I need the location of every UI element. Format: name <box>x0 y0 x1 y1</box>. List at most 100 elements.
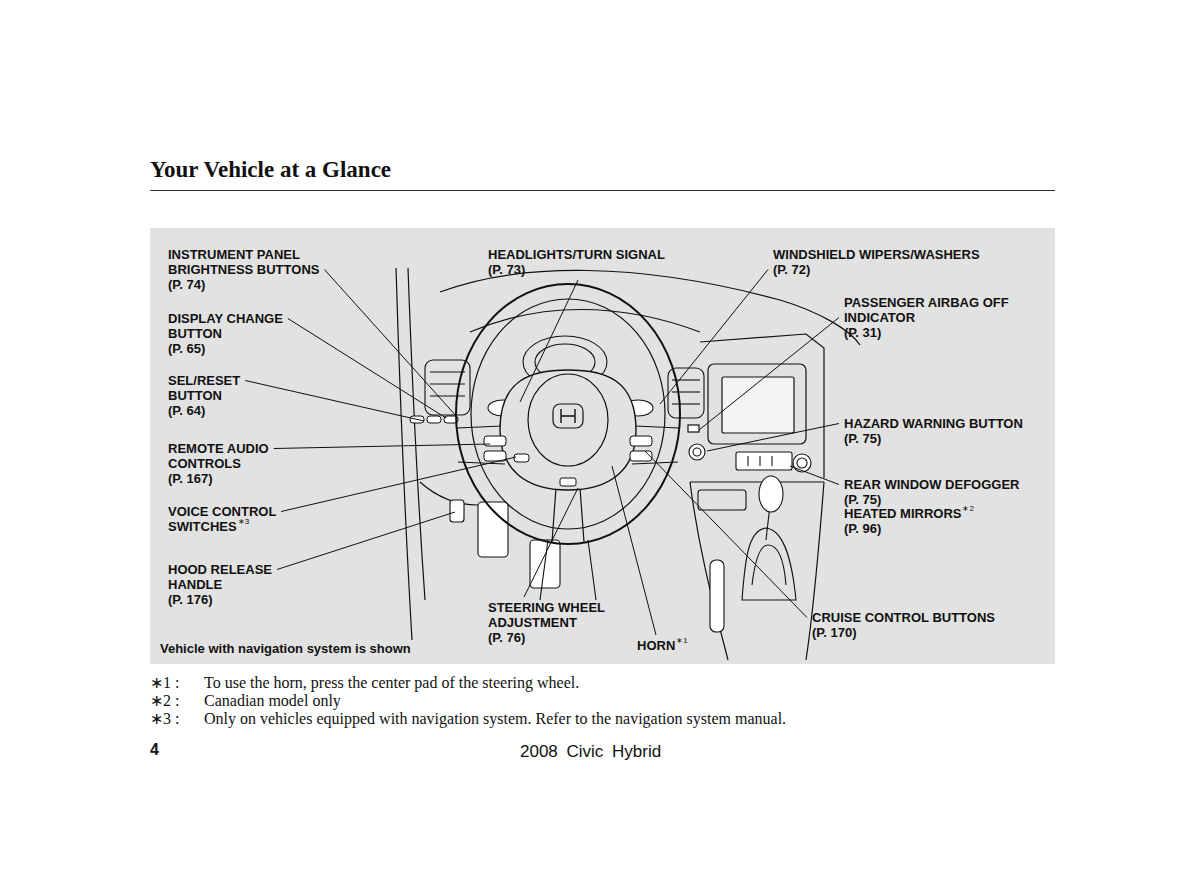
wheel-buttons <box>514 454 529 462</box>
pedals <box>450 500 464 522</box>
callout-label: HEADLIGHTS/TURN SIGNAL <box>488 247 665 262</box>
leader-line <box>699 318 839 431</box>
dashboard-outline <box>690 482 728 660</box>
callout-label: REAR WINDOW DEFOGGER <box>844 477 1020 492</box>
air-vent <box>672 391 700 392</box>
page-ref: (P. 74) <box>168 277 205 292</box>
page-footer: 2008 Civic Hybrid <box>520 742 661 762</box>
center-console <box>698 476 796 632</box>
leader-line <box>277 512 455 570</box>
steering-wheel <box>552 488 584 542</box>
leader-line <box>524 488 578 597</box>
page-ref: (P. 73) <box>488 262 525 277</box>
page-ref: (P. 72) <box>773 262 810 277</box>
air-vent <box>430 371 465 372</box>
steering-wheel <box>456 284 680 544</box>
footnote-mark: ∗1 : <box>150 674 179 692</box>
page-ref: (P. 75) <box>844 492 881 507</box>
callout-label: STEERING WHEEL ADJUSTMENT <box>488 600 623 630</box>
climate-controls <box>771 456 772 466</box>
leader-line <box>660 270 768 405</box>
page-ref: (P. 64) <box>168 403 205 418</box>
footnote-text: Only on vehicles equipped with navigatio… <box>204 710 786 728</box>
callout-label: VOICE CONTROL SWITCHES <box>168 504 293 534</box>
brightness-buttons <box>427 416 441 423</box>
climate-controls <box>736 452 792 470</box>
air-vent <box>672 403 700 404</box>
leader-line <box>520 280 578 402</box>
dashboard-outline <box>700 334 824 478</box>
callout-label: REMOTE AUDIO CONTROLS <box>168 441 288 471</box>
climate-controls <box>759 456 760 466</box>
leader-line <box>645 451 807 618</box>
page-ref: (P. 76) <box>488 630 525 645</box>
steering-column <box>540 540 596 600</box>
footnote-mark: ∗3 : <box>150 710 179 728</box>
leader-line <box>612 466 656 635</box>
air-vent <box>668 368 704 418</box>
dashboard-outline <box>690 481 824 482</box>
leader-line <box>288 319 446 419</box>
center-console <box>742 528 796 600</box>
page-ref: (P. 167) <box>168 471 213 486</box>
climate-controls <box>797 458 807 468</box>
callout-label: CRUISE CONTROL BUTTONS <box>812 610 995 625</box>
page-ref: (P. 176) <box>168 592 213 607</box>
illustration-panel: Vehicle with navigation system is shown <box>150 228 1055 664</box>
steering-column <box>588 540 596 600</box>
leader-line <box>245 381 424 422</box>
steering-wheel <box>456 284 680 544</box>
page-number: 4 <box>150 741 159 759</box>
wheel-buttons <box>484 451 506 461</box>
leader-lines <box>245 270 839 636</box>
footnote-text: Canadian model only <box>204 692 341 710</box>
steering-column <box>540 540 548 600</box>
leader-line <box>274 444 490 449</box>
navigation-unit <box>688 364 806 444</box>
leader-line <box>324 270 458 419</box>
callout-label: DISPLAY CHANGE BUTTON <box>168 311 313 341</box>
page-ref: (P. 96) <box>844 521 881 536</box>
steering-wheel <box>500 370 636 490</box>
steering-wheel <box>553 404 583 428</box>
footnote-mark: ∗2 <box>962 504 973 513</box>
page-ref: (P. 31) <box>844 325 881 340</box>
panel-note: Vehicle with navigation system is shown <box>160 641 411 656</box>
footnote-mark: ∗1 <box>676 636 687 645</box>
dashboard-outline <box>420 482 478 505</box>
dashboard-outline <box>396 268 860 660</box>
steering-wheel <box>471 299 665 529</box>
footnote-mark: ∗3 <box>238 517 249 526</box>
climate-controls <box>689 444 705 460</box>
leader-line <box>281 457 516 512</box>
navigation-unit <box>722 377 794 433</box>
callout-label: HOOD RELEASE HANDLE <box>168 562 286 592</box>
callout-label: SEL/RESET BUTTON <box>168 373 286 403</box>
dashboard-outline <box>470 310 700 333</box>
page-ref: (P. 170) <box>812 625 857 640</box>
leader-line <box>790 466 839 485</box>
footnote-mark: ∗2 : <box>150 692 179 710</box>
wheel-buttons <box>630 451 652 461</box>
page-title: Your Vehicle at a Glance <box>150 156 391 184</box>
navigation-unit <box>688 425 699 432</box>
center-console <box>710 560 724 632</box>
navigation-unit <box>708 364 806 444</box>
callout-label: HEATED MIRRORS <box>844 506 961 521</box>
climate-controls <box>693 448 701 456</box>
page-ref: (P. 65) <box>168 341 205 356</box>
callout-label: PASSENGER AIRBAG OFF INDICATOR <box>844 295 1044 325</box>
center-console <box>759 476 783 512</box>
callout-label: HAZARD WARNING BUTTON <box>844 416 1023 431</box>
leader-line <box>707 424 839 452</box>
page-ref: (P. 75) <box>844 431 881 446</box>
callout-label: WINDSHIELD WIPERS/WASHERS <box>773 247 980 262</box>
climate-controls <box>747 456 748 466</box>
climate-controls <box>793 454 811 472</box>
footnote-text: To use the horn, press the center pad of… <box>204 674 579 692</box>
wheel-buttons <box>630 436 652 446</box>
steering-wheel <box>561 409 575 423</box>
wheel-buttons <box>560 478 576 486</box>
steering-wheel <box>528 374 608 466</box>
callout-label: INSTRUMENT PANEL BRIGHTNESS BUTTONS <box>168 247 353 277</box>
